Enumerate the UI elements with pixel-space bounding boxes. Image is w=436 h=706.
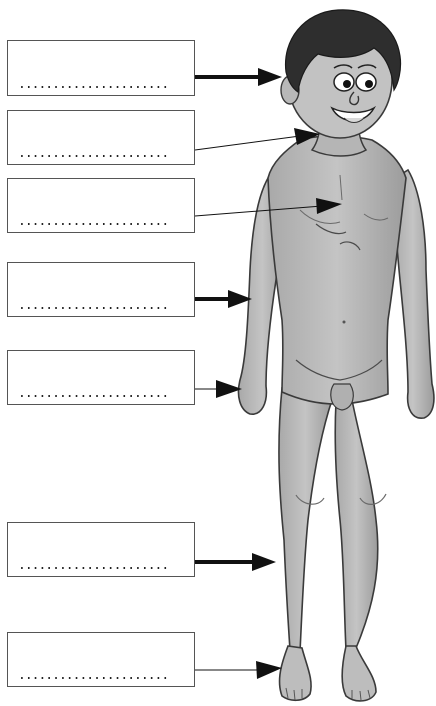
feet [280,646,376,701]
label-box-arm[interactable]: ...................... [7,262,195,317]
answer-line-chest[interactable]: ...................... [18,214,168,230]
torso [268,136,406,410]
label-box-leg[interactable]: ...................... [7,522,195,577]
answer-line-arm[interactable]: ...................... [18,298,168,314]
arrow-head-label [195,68,282,86]
head [281,10,401,138]
label-box-chest[interactable]: ...................... [7,178,195,233]
label-box-neck[interactable]: ...................... [7,110,195,165]
label-box-head[interactable]: ...................... [7,40,195,96]
answer-line-leg[interactable]: ...................... [18,558,168,574]
arrow-hand-label [195,380,242,398]
arrow-leg-label [195,553,276,571]
answer-line-hand[interactable]: ...................... [18,386,168,402]
answer-line-head[interactable]: ...................... [18,77,168,93]
label-box-hand[interactable]: ...................... [7,350,195,405]
answer-line-foot[interactable]: ...................... [18,668,168,684]
arrow-arm-label [195,290,252,308]
legs [279,388,386,652]
arrow-foot-label [195,661,282,679]
label-box-foot[interactable]: ...................... [7,632,195,687]
answer-line-neck[interactable]: ...................... [18,146,168,162]
